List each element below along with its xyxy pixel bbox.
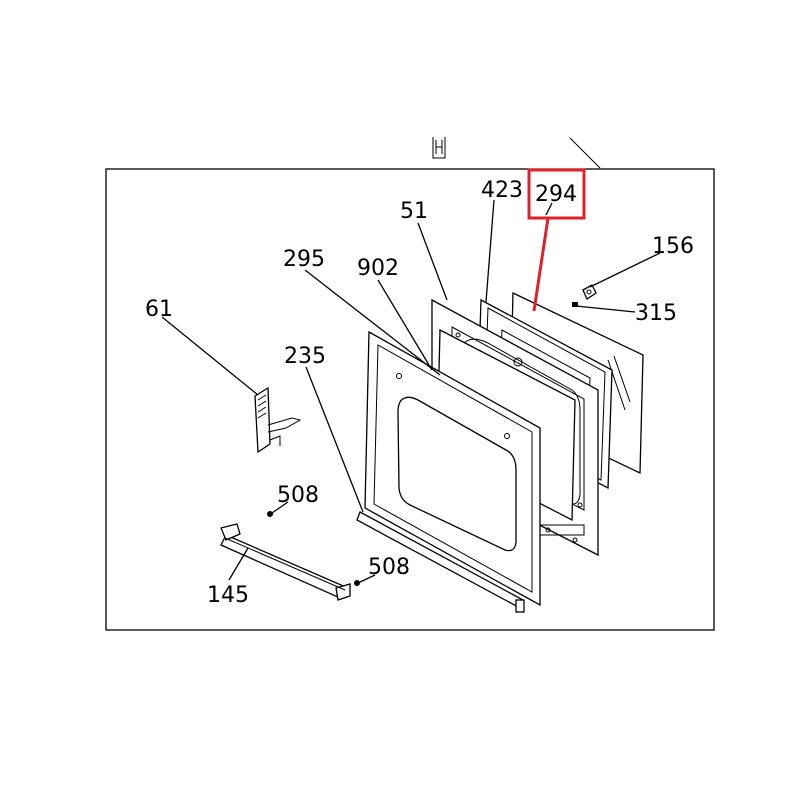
hinge-61 [254,386,302,454]
label-902: 902 [357,256,399,281]
clip-symbol [432,137,446,159]
screw-315 [572,302,578,307]
label-235: 235 [284,344,326,369]
handle-145 [220,523,351,601]
bottom-profile-235 [356,511,525,613]
clip-156 [582,284,597,300]
label-51: 51 [400,199,428,224]
label-294: 294 [535,182,577,207]
diagram-frame [105,168,715,631]
label-295: 295 [283,247,325,272]
label-61: 61 [145,297,173,322]
front-glass-295 [364,330,541,607]
label-156: 156 [652,234,694,259]
leader-line-294 [545,202,553,216]
label-423: 423 [481,178,523,203]
label-508-lower: 508 [368,555,410,580]
screw-508-upper [267,511,273,517]
label-508-upper: 508 [277,483,319,508]
leader-lines [161,199,661,584]
highlight-294 [527,168,586,312]
corner-leader-line [569,137,601,169]
screw-508-lower [354,580,360,586]
label-315: 315 [635,301,677,326]
label-145: 145 [207,583,249,608]
